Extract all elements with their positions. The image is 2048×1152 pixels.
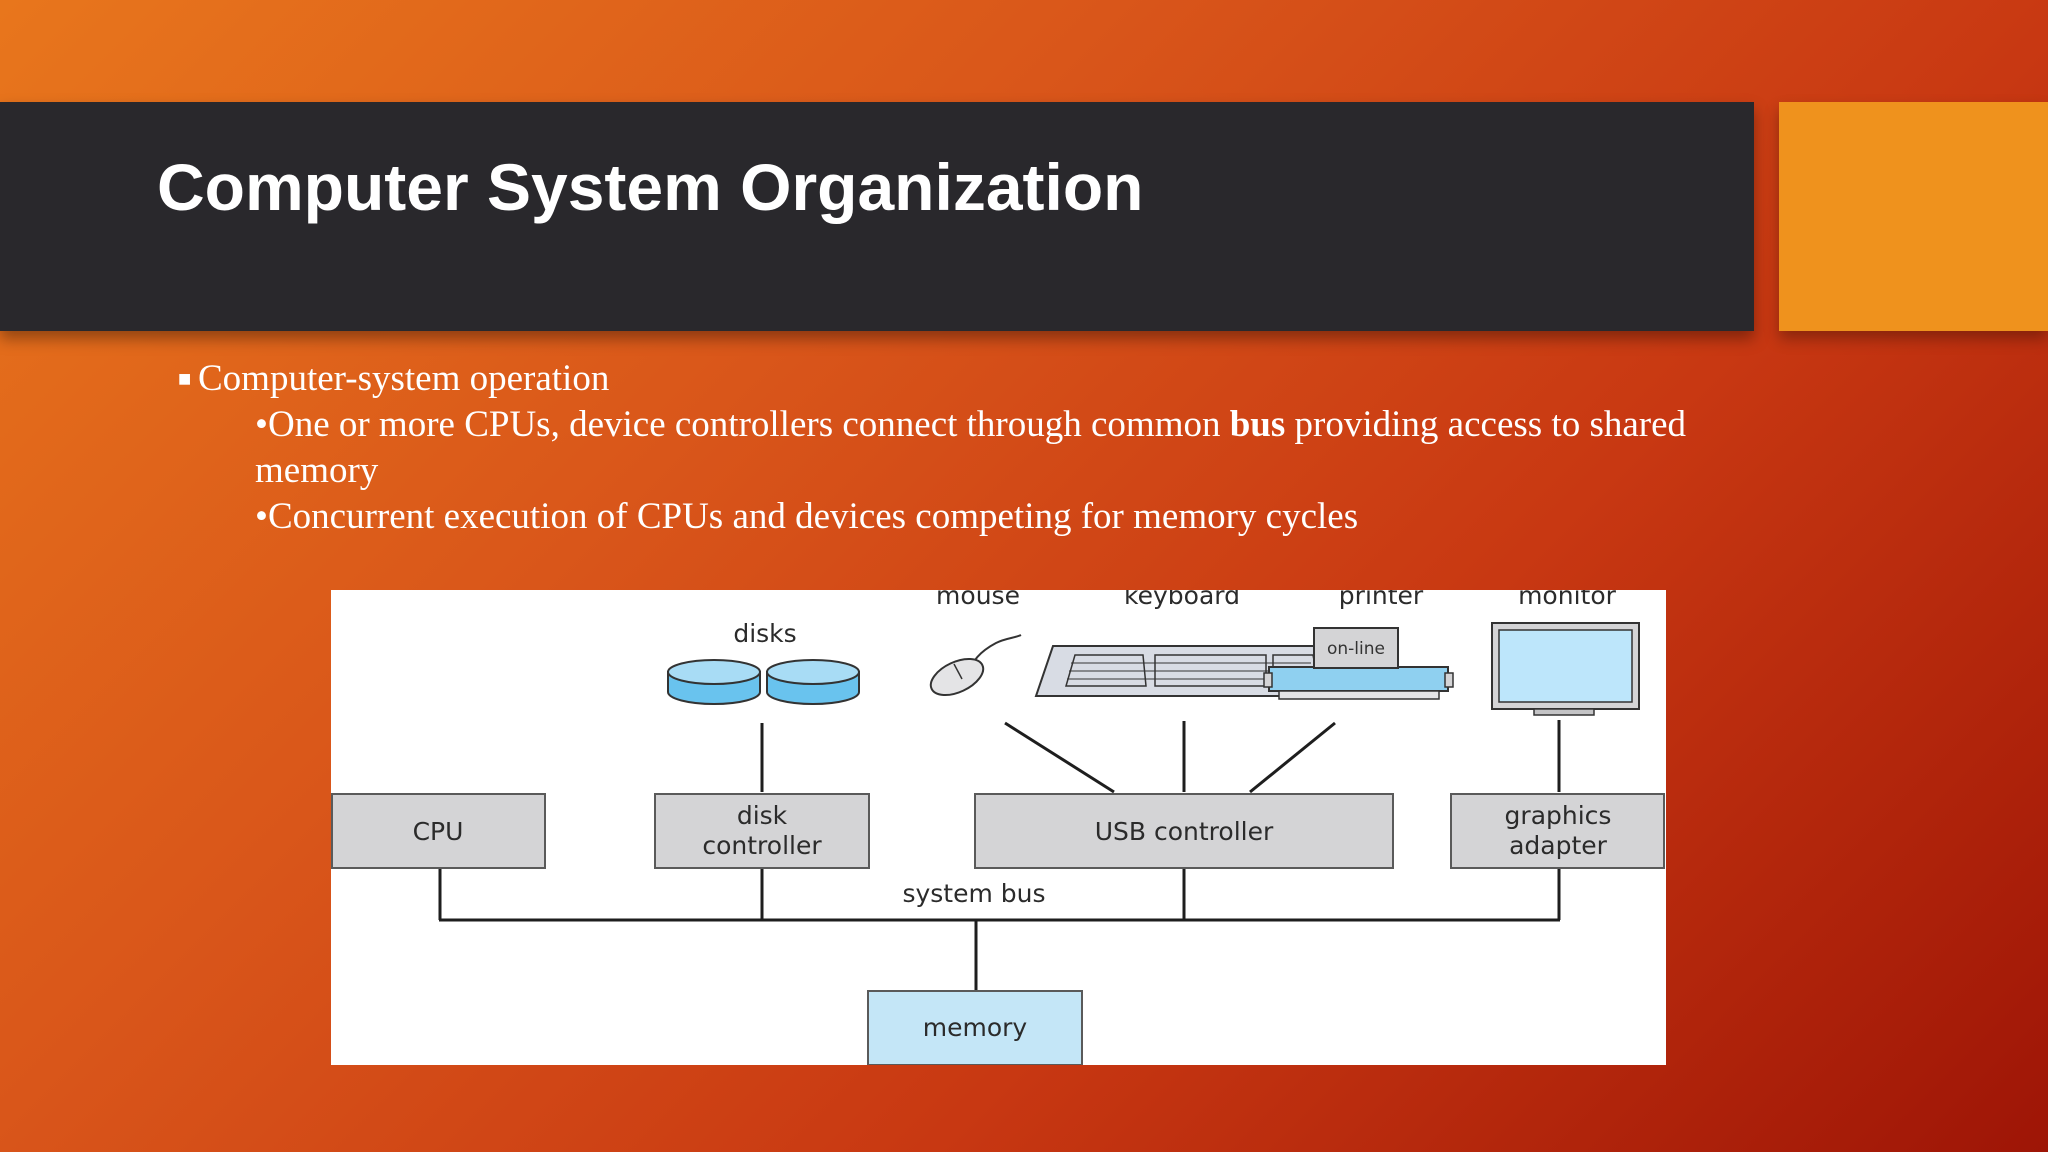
disks-icon: [667, 659, 860, 705]
cpu-box: [331, 793, 546, 869]
usb-controller-box: [974, 793, 1394, 869]
mouse-wire: [1004, 721, 1115, 794]
printer-wire: [1249, 721, 1336, 794]
graphics-adapter-label-1: graphics: [1505, 801, 1612, 830]
mouse-icon: [929, 634, 1022, 697]
printer-icon: on-line: [1263, 627, 1454, 700]
disk-controller-box: [654, 793, 870, 869]
disk-controller-label-1: disk: [737, 801, 788, 830]
bullet-level1: ■Computer-system operation: [178, 356, 1768, 402]
graphics-adapter-box: [1450, 793, 1665, 869]
accent-block: [1779, 102, 2048, 331]
memory-box: [867, 990, 1083, 1065]
title-bar: [0, 102, 1754, 331]
system-diagram: CPU disk controller USB controller graph…: [331, 590, 1666, 1065]
bullet-item-2-text: Concurrent execution of CPUs and devices…: [267, 496, 1359, 537]
bullet-item-2: •Concurrent execution of CPUs and device…: [255, 496, 1359, 537]
keyboard-label: keyboard: [1124, 590, 1240, 610]
monitor-icon: [1491, 622, 1640, 716]
bullet-list: ■Computer-system operation •One or more …: [178, 356, 1768, 540]
bullet-level1-text: Computer-system operation: [198, 358, 610, 399]
slide-title: Computer System Organization: [157, 150, 1144, 224]
graphics-adapter-label-2: adapter: [1509, 831, 1608, 860]
bullet-item-1-text-b: providing access to shared memory: [255, 404, 1687, 491]
system-bus-label: system bus: [902, 879, 1045, 908]
system-diagram-svg: CPU disk controller USB controller graph…: [331, 590, 1665, 1065]
memory-label: memory: [923, 1013, 1028, 1042]
printer-label: printer: [1339, 590, 1424, 610]
square-bullet-icon: ■: [178, 366, 192, 391]
monitor-label: monitor: [1518, 590, 1617, 610]
cpu-label: CPU: [413, 817, 464, 846]
bullet-item-1: •One or more CPUs, device controllers co…: [255, 404, 1687, 491]
disks-label: disks: [733, 619, 796, 648]
bullet-item-1-text-a: One or more CPUs, device controllers con…: [267, 404, 1230, 445]
bullet-item-1-bold: bus: [1229, 404, 1286, 445]
printer-panel-label: on-line: [1327, 639, 1385, 659]
usb-controller-label: USB controller: [1095, 817, 1274, 846]
disk-controller-label-2: controller: [702, 831, 822, 860]
mouse-label: mouse: [936, 590, 1020, 610]
